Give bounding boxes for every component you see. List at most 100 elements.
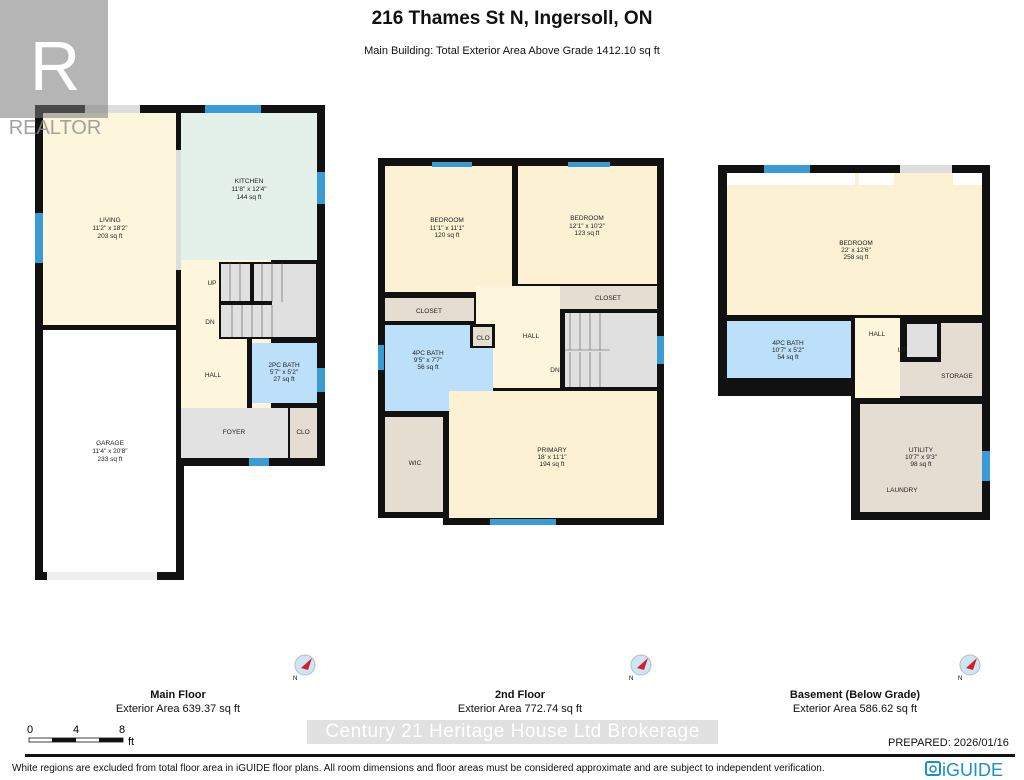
primary-label: PRIMARY xyxy=(537,447,567,454)
svg-text:ft: ft xyxy=(128,736,134,748)
main-hall-label: HALL xyxy=(205,372,222,379)
bedroom-2-label: BEDROOM xyxy=(570,215,604,222)
bedroom-2-area: 123 sq ft xyxy=(575,230,600,237)
compass-icon-second: N xyxy=(629,654,652,682)
main-bath-label: 2PC BATH xyxy=(268,362,300,369)
basement-bath-dims: 10'7" x 5'2" xyxy=(772,347,805,354)
hall-2-label: HALL xyxy=(523,333,540,340)
svg-text:8: 8 xyxy=(119,724,125,736)
room-basement-hall xyxy=(855,318,900,398)
room-bedroom-2 xyxy=(518,166,657,284)
kitchen-area: 144 sq ft xyxy=(237,194,262,201)
stairs-down-label: DN xyxy=(205,319,215,326)
main-floor-plan: LIVING 11'2" x 18'2" 203 sq ft KITCHEN 1… xyxy=(35,105,325,580)
storage-label: STORAGE xyxy=(941,373,973,380)
foyer-label: FOYER xyxy=(223,429,246,436)
svg-text:R: R xyxy=(30,27,81,105)
wic-label: WIC xyxy=(409,460,422,467)
clo-2-label: CLO xyxy=(476,335,489,342)
brokerage-watermark: Century 21 Heritage House Ltd Brokerage xyxy=(307,720,718,744)
utility-area: 98 sq ft xyxy=(910,461,932,468)
room-closet-1 xyxy=(385,298,474,321)
living-label: LIVING xyxy=(99,217,120,224)
svg-text:N: N xyxy=(629,676,633,682)
basement-stairs-up-label: UP xyxy=(897,347,906,354)
basement-bedroom-dims: 22' x 12'6" xyxy=(841,247,871,254)
footer-divider xyxy=(25,754,1015,757)
main-floor-title: Main Floor xyxy=(150,689,206,701)
room-wic xyxy=(385,417,443,512)
svg-text:4: 4 xyxy=(73,724,79,736)
second-floor-area: Exterior Area 772.74 sq ft xyxy=(457,703,583,715)
bedroom-2-dims: 12'1" x 10'2" xyxy=(569,223,605,230)
room-kitchen xyxy=(181,113,317,260)
bath-2-label: 4PC BATH xyxy=(412,350,444,357)
room-clo xyxy=(290,408,317,458)
garage-label: GARAGE xyxy=(96,440,124,447)
closet-2-label: CLOSET xyxy=(595,295,621,302)
second-floor-plan: BEDROOM 11'1" x 11'1" 120 sq ft BEDROOM … xyxy=(378,158,664,525)
living-dims: 11'2" x 18'2" xyxy=(92,225,128,232)
bedroom-1-dims: 11'1" x 11'1" xyxy=(430,225,465,232)
bedroom-1-area: 120 sq ft xyxy=(435,232,460,239)
svg-text:0: 0 xyxy=(27,724,33,736)
room-primary xyxy=(449,391,657,518)
second-floor-title: 2nd Floor xyxy=(494,689,546,701)
room-foyer xyxy=(181,408,288,458)
utility-dims: 10'7" x 9'3" xyxy=(905,454,938,461)
basement-title: Basement (Below Grade) xyxy=(789,689,921,701)
room-basement-bedroom xyxy=(727,173,982,315)
stairs-2-down-label: DN xyxy=(550,367,560,374)
floor-plans: LIVING 11'2" x 18'2" 203 sq ft KITCHEN 1… xyxy=(35,105,990,580)
closet-1-label: CLOSET xyxy=(416,308,442,315)
svg-text:N: N xyxy=(958,676,962,682)
bedroom-1-label: BEDROOM xyxy=(430,217,464,224)
main-bath-dims: 5'7" x 5'2" xyxy=(270,369,299,376)
basement-area: Exterior Area 586.62 sq ft xyxy=(792,703,918,715)
room-closet-2 xyxy=(560,286,657,309)
room-2pc-bath xyxy=(252,343,317,403)
stairs xyxy=(219,262,318,339)
iguide-logo: iGUIDE xyxy=(925,760,1003,779)
garage-area: 233 sq ft xyxy=(98,456,123,463)
main-bath-area: 27 sq ft xyxy=(273,376,295,383)
realtor-watermark-logo: R REALTOR xyxy=(0,0,110,140)
basement-bedroom-label: BEDROOM xyxy=(839,240,873,247)
room-utility xyxy=(860,404,982,512)
scale-bar: 0 4 8 ft xyxy=(27,724,134,748)
room-storage xyxy=(900,362,982,396)
room-basement-bath xyxy=(727,321,851,378)
basement-bath-label: 4PC BATH xyxy=(772,340,804,347)
room-clo-2 xyxy=(473,327,492,346)
laundry-label: LAUNDRY xyxy=(887,487,919,494)
basement-bath-area: 54 sq ft xyxy=(777,354,799,361)
primary-dims: 18' x 11'1" xyxy=(537,454,567,461)
stairs-basement xyxy=(907,324,937,357)
living-area: 203 sq ft xyxy=(98,233,123,240)
bath-2-dims: 9'5" x 7'7" xyxy=(414,357,443,364)
page-title: 216 Thames St N, Ingersoll, ON xyxy=(371,8,653,29)
room-bedroom-1 xyxy=(385,166,512,292)
utility-label: UTILITY xyxy=(909,447,934,454)
svg-text:N: N xyxy=(293,676,297,682)
main-floor-area: Exterior Area 639.37 sq ft xyxy=(115,703,241,715)
basement-plan: BEDROOM 22' x 12'6" 258 sq ft 4PC BATH 1… xyxy=(718,165,990,520)
page-subtitle: Main Building: Total Exterior Area Above… xyxy=(364,45,660,57)
primary-area: 194 sq ft xyxy=(540,461,565,468)
svg-text:iGUIDE: iGUIDE xyxy=(942,760,1003,779)
disclaimer: White regions are excluded from total fl… xyxy=(12,763,825,774)
compass-icon-basement: N xyxy=(958,654,981,682)
room-living xyxy=(43,113,176,325)
bath-2-area: 56 sq ft xyxy=(417,364,439,371)
basement-hall-label: HALL xyxy=(869,331,886,338)
compass-icon-main: N xyxy=(293,654,316,682)
svg-text:REALTOR: REALTOR xyxy=(9,117,102,139)
garage-dims: 11'4" x 20'8" xyxy=(92,448,128,455)
prepared-date: PREPARED: 2026/01/16 xyxy=(888,737,1009,749)
basement-bedroom-area: 258 sq ft xyxy=(844,254,869,261)
main-clo-label: CLO xyxy=(296,429,309,436)
kitchen-dims: 11'8" x 12'4" xyxy=(231,186,267,193)
kitchen-label: KITCHEN xyxy=(235,178,264,185)
stairs-up-label: UP xyxy=(207,280,216,287)
room-garage xyxy=(43,330,176,572)
